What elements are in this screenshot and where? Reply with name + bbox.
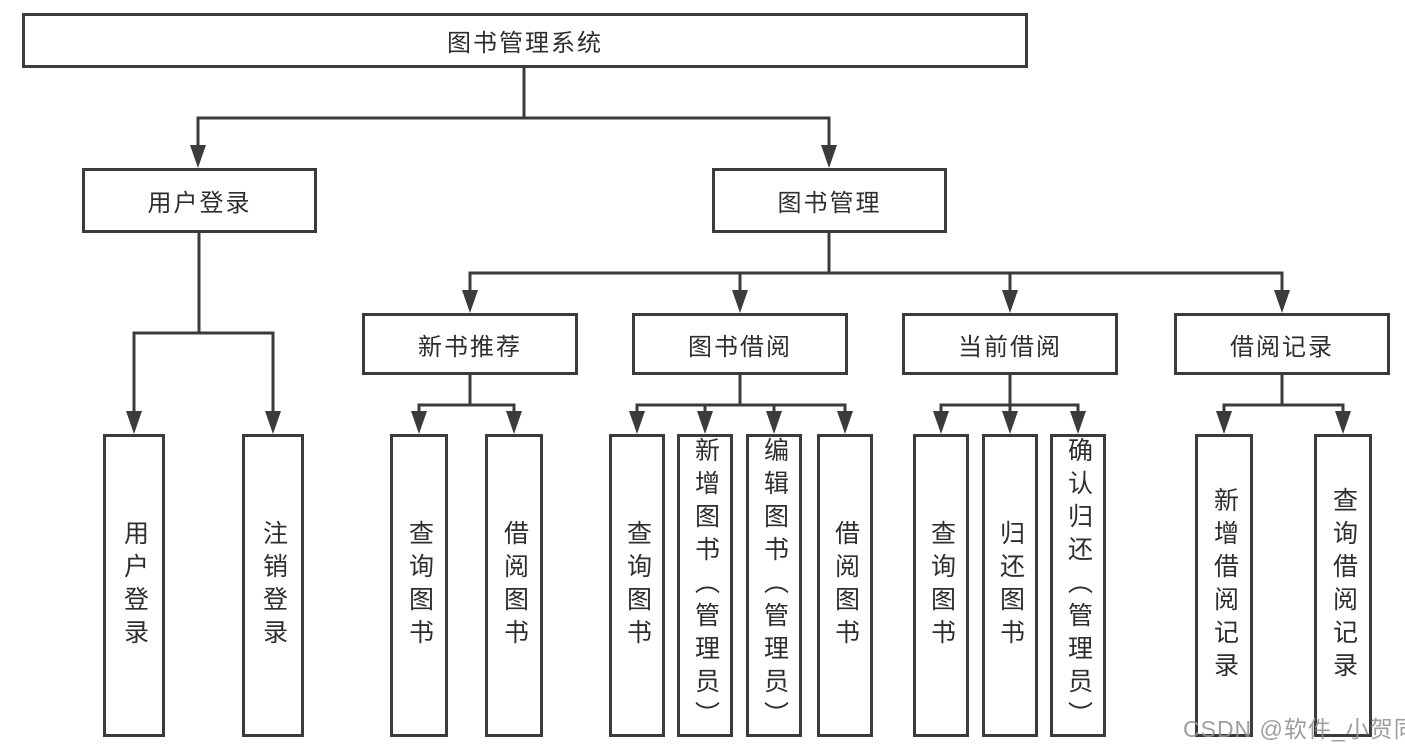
leaf-logout-login: 注销登录 bbox=[242, 434, 304, 737]
leaf-cb-query-books: 查询图书 bbox=[913, 434, 969, 737]
arrow-icon bbox=[766, 411, 782, 434]
leaf-br-add-borrow-record: 新增借阅记录 bbox=[1195, 434, 1253, 737]
edge-book-borrow-to-leaves bbox=[635, 373, 847, 417]
node-root-system: 图书管理系统 bbox=[22, 13, 1028, 68]
node-borrow-records: 借阅记录 bbox=[1174, 313, 1390, 375]
arrow-icon bbox=[629, 411, 645, 434]
arrow-icon bbox=[126, 411, 142, 434]
node-current-borrow: 当前借阅 bbox=[902, 313, 1118, 375]
edge-root-to-level2 bbox=[196, 66, 831, 150]
arrow-icon bbox=[732, 290, 748, 313]
leaf-br-query-borrow-record: 查询借阅记录 bbox=[1314, 434, 1372, 737]
leaf-cb-confirm-return-admin: 确认归还（管理员） bbox=[1050, 434, 1106, 737]
leaf-cb-return-books: 归还图书 bbox=[982, 434, 1038, 737]
arrow-icon bbox=[1002, 411, 1018, 434]
arrow-icon bbox=[1070, 411, 1086, 434]
edge-user-login-to-leaves bbox=[132, 231, 275, 418]
node-book-borrow: 图书借阅 bbox=[632, 313, 848, 375]
node-user-login: 用户登录 bbox=[82, 168, 317, 233]
edge-book-management-to-level3 bbox=[468, 231, 1284, 294]
arrow-icon bbox=[265, 411, 281, 434]
csdn-watermark: CSDN @软件_小贺同学 bbox=[1183, 716, 1405, 742]
arrow-icon bbox=[411, 411, 427, 434]
arrow-icon bbox=[821, 145, 837, 168]
arrow-icon bbox=[1274, 290, 1290, 313]
arrow-icon bbox=[462, 290, 478, 313]
arrowheads bbox=[126, 145, 1351, 434]
arrow-icon bbox=[190, 145, 206, 168]
arrow-icon bbox=[933, 411, 949, 434]
edge-current-borrow-to-leaves bbox=[939, 373, 1080, 417]
arrow-icon bbox=[1002, 290, 1018, 313]
leaf-bb-add-books-admin: 新增图书（管理员） bbox=[677, 434, 733, 737]
arrow-icon bbox=[1216, 411, 1232, 434]
leaf-bb-query-books: 查询图书 bbox=[609, 434, 665, 737]
arrow-icon bbox=[837, 411, 853, 434]
edge-new-book-to-leaves bbox=[417, 373, 516, 417]
arrow-icon bbox=[1335, 411, 1351, 434]
leaf-user-login: 用户登录 bbox=[103, 434, 165, 737]
node-new-book-recommend: 新书推荐 bbox=[362, 313, 578, 375]
leaf-bb-borrow-books: 借阅图书 bbox=[817, 434, 873, 737]
arrow-icon bbox=[506, 411, 522, 434]
arrow-icon bbox=[697, 411, 713, 434]
edge-borrow-records-to-leaves bbox=[1222, 373, 1345, 417]
leaf-bb-edit-books-admin: 编辑图书（管理员） bbox=[746, 434, 802, 737]
node-book-management: 图书管理 bbox=[712, 168, 947, 233]
leaf-nr-borrow-books: 借阅图书 bbox=[485, 434, 543, 737]
leaf-nr-query-books: 查询图书 bbox=[390, 434, 448, 737]
